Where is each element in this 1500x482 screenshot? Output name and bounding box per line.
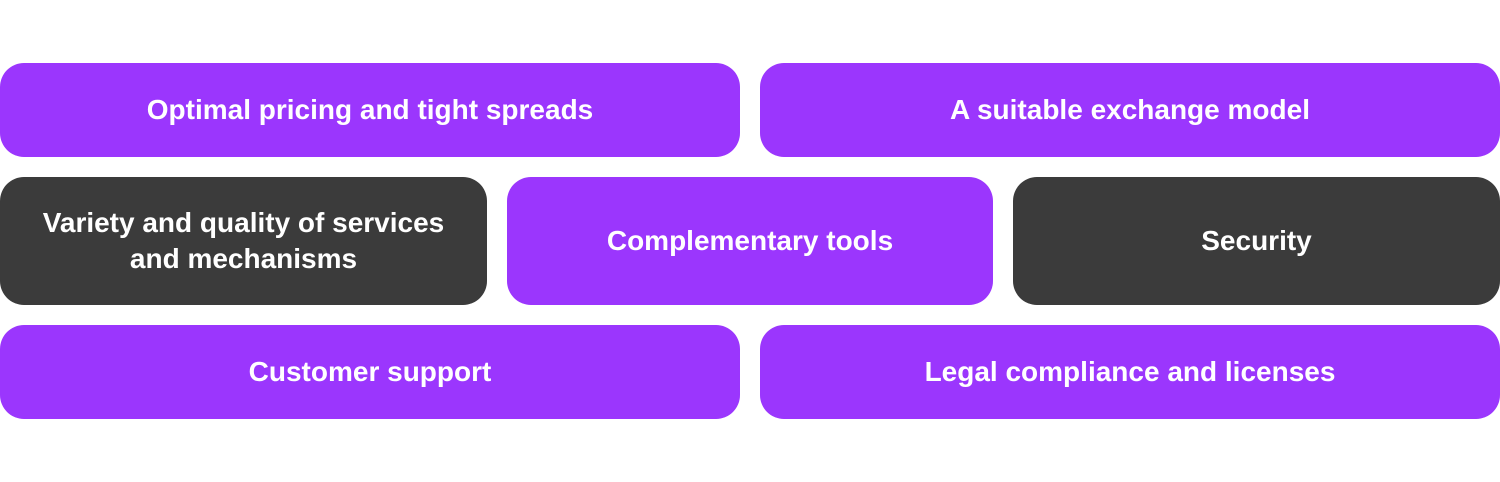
tile-legal-compliance: Legal compliance and licenses <box>760 325 1500 419</box>
tile-label: A suitable exchange model <box>950 94 1310 125</box>
tile-label: Security <box>1201 225 1312 256</box>
tile-label: Customer support <box>248 356 492 387</box>
tile-label: Variety and quality of services and mech… <box>42 207 445 274</box>
tile-customer-support: Customer support <box>0 325 740 419</box>
tile-label: Optimal pricing and tight spreads <box>146 94 594 125</box>
tile-complementary-tools: Complementary tools <box>507 177 993 305</box>
tile-variety-services: Variety and quality of services and mech… <box>0 177 487 305</box>
tile-optimal-pricing: Optimal pricing and tight spreads <box>0 63 740 157</box>
tile-label: Legal compliance and licenses <box>924 356 1336 387</box>
tile-label: Complementary tools <box>606 225 894 256</box>
tile-security: Security <box>1013 177 1500 305</box>
tile-exchange-model: A suitable exchange model <box>760 63 1500 157</box>
